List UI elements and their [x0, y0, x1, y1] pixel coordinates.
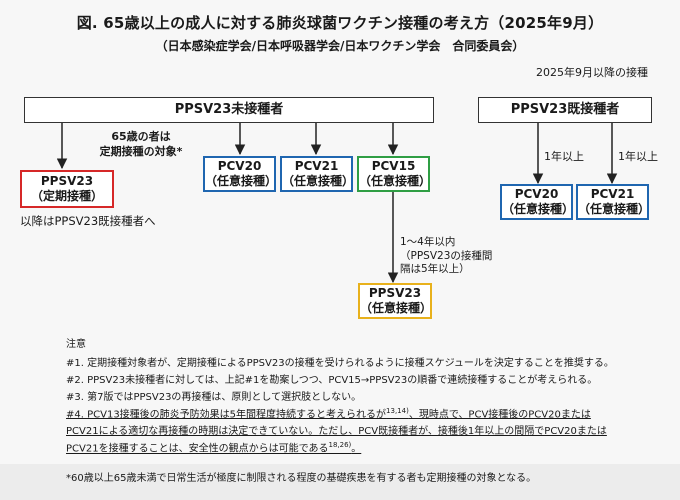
interval-line3: 隔は5年以上）: [400, 263, 470, 276]
interval-line1: 1～4年以内: [400, 236, 456, 248]
notes-title: 注意: [66, 339, 86, 350]
ppsv23-unvaccinated-box: PPSV23未接種者: [24, 97, 434, 123]
ppsv23-vaccinated-label: PPSV23既接種者: [510, 101, 620, 117]
ppsv23-optional-box: PPSV23 （任意接種）: [358, 283, 432, 319]
bottom-band: [0, 464, 680, 500]
pcv15-box: PCV15 （任意接種）: [357, 156, 432, 192]
figure-title: 図. 65歳以上の成人に対する肺炎球菌ワクチン接種の考え方（2025年9月）: [76, 14, 604, 32]
interval-label: 1～4年以内 （PPSV23の接種間 隔は5年以上）: [400, 236, 492, 277]
pcv15-line1: PCV15: [371, 159, 416, 173]
footnote: *60歳以上65歳未満で日常生活が極度に制限される程度の基礎疾患を有する者も定期…: [66, 473, 537, 484]
pcv20-box-b: PCV20 （任意接種）: [500, 184, 575, 220]
age65-line1: 65歳の者は: [111, 130, 171, 143]
note-1: #1. 定期接種対象者が、定期接種によるPPSV23の接種を受けられるように接種…: [66, 358, 614, 369]
one-year-label-b: 1年以上: [618, 150, 658, 163]
pcv21-box-a: PCV21 （任意接種）: [280, 156, 355, 192]
note-4a: #4. PCV13接種後の肺炎予防効果は5年間程度持続すると考えられるが: [66, 409, 387, 421]
after-routine-label: 以降はPPSV23既接種者へ: [20, 214, 156, 228]
note-4-line1: #4. PCV13接種後の肺炎予防効果は5年間程度持続すると考えられるが13,1…: [66, 406, 666, 423]
ppsv23-unvaccinated-label: PPSV23未接種者: [174, 101, 284, 117]
notes-section: 注意 #1. 定期接種対象者が、定期接種によるPPSV23の接種を受けられるよう…: [66, 336, 666, 458]
ppsv23-routine-box: PPSV23 （定期接種）: [20, 170, 114, 208]
note-2: #2. PPSV23未接種者に対しては、上記#1を勘案しつつ、PCV15→PPS…: [66, 375, 598, 386]
interval-line2: （PPSV23の接種間: [400, 249, 493, 262]
date-note: 2025年9月以降の接種: [536, 66, 648, 79]
ppsv23-vaccinated-box: PPSV23既接種者: [478, 97, 652, 123]
note-4e: 。: [351, 443, 362, 455]
note-4d: PCV21を接種することは、安全性の観点からは可能である: [66, 443, 329, 455]
pcv21-b-line2: （任意接種）: [578, 202, 651, 216]
pcv21-a-line1: PCV21: [294, 159, 339, 173]
pcv20-a-line2: （任意接種）: [205, 174, 278, 188]
one-year-label-a: 1年以上: [544, 150, 584, 163]
pcv20-a-line1: PCV20: [217, 159, 262, 173]
pcv15-line2: （任意接種）: [359, 174, 432, 188]
note-4-line3: PCV21を接種することは、安全性の観点からは可能である18,26)。: [66, 440, 666, 457]
age65-label: 65歳の者は 定期接種の対象*: [76, 130, 206, 160]
pcv20-b-line2: （任意接種）: [502, 202, 575, 216]
note-4d-ref: 18,26): [328, 441, 352, 450]
pcv21-a-line2: （任意接種）: [282, 174, 355, 188]
note-4a-ref: 13,14): [386, 407, 409, 415]
note-4-line2: PCV21による適切な再接種の時期は決定できていない。ただし、PCV既接種者が、…: [66, 426, 607, 438]
ppsv23-routine-line1: PPSV23: [40, 174, 94, 188]
note-4b: 、現時点で、PCV接種後のPCV20または: [408, 409, 591, 421]
pcv20-box-a: PCV20 （任意接種）: [203, 156, 278, 192]
age65-line2: 定期接種の対象*: [99, 144, 183, 158]
pcv20-b-line1: PCV20: [514, 187, 559, 201]
ppsv23-optional-line1: PPSV23: [368, 286, 422, 300]
note-3: #3. 第7版ではPPSV23の再接種は、原則として選択肢としない。: [66, 392, 362, 403]
ppsv23-routine-line2: （定期接種）: [30, 189, 103, 203]
pcv21-box-b: PCV21 （任意接種）: [576, 184, 651, 220]
figure-subtitle: （日本感染症学会/日本呼吸器学会/日本ワクチン学会 合同委員会）: [155, 39, 525, 53]
ppsv23-optional-line2: （任意接種）: [360, 301, 433, 315]
pcv21-b-line1: PCV21: [590, 187, 635, 201]
